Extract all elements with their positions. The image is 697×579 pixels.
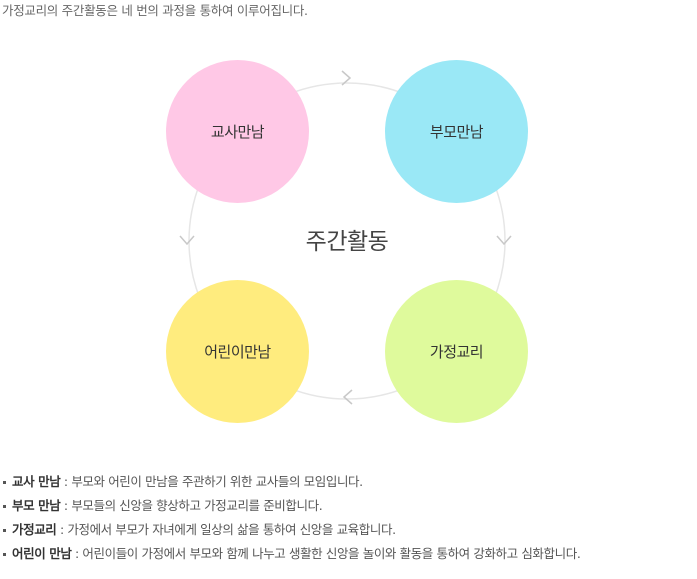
list-item: 어린이 만남 : 어린이들이 가정에서 부모와 함께 나누고 생활한 신앙을 놀… [0,542,697,566]
list-item: 부모 만남 : 부모들의 신앙을 향상하고 가정교리를 준비합니다. [0,494,697,518]
node-family-label: 가정교리 [429,343,484,361]
node-teacher-meeting: 교사만남 [166,60,309,203]
bullet-icon [3,529,6,532]
intro-text: 가정교리의 주간활동은 네 번의 과정을 통하여 이루어집니다. [2,3,308,18]
list-item-term: 부모 만남 [12,498,61,513]
node-parent-label: 부모만남 [429,123,484,141]
node-family-catechism: 가정교리 [385,280,528,423]
arrow-top-icon [341,70,352,86]
list-item-term: 가정교리 [12,522,57,537]
node-child-label: 어린이만남 [204,343,271,361]
node-teacher-label: 교사만남 [210,123,265,141]
list-item: 가정교리 : 가정에서 부모가 자녀에게 일상의 삶을 통하여 신앙을 교육합니… [0,518,697,542]
bullet-icon [3,505,6,508]
weekly-activity-diagram: 교사만남 부모만남 어린이만남 가정교리 주간활동 [166,60,528,423]
bullet-icon [3,553,6,556]
list-item: 교사 만남 : 부모와 어린이 만남을 주관하기 위한 교사들의 모임입니다. [0,470,697,494]
description-list: 교사 만남 : 부모와 어린이 만남을 주관하기 위한 교사들의 모임입니다. … [0,470,697,566]
cycle-ring [179,70,512,405]
bullet-icon [3,481,6,484]
node-child-meeting: 어린이만남 [166,280,309,423]
list-item-term: 어린이 만남 [12,546,72,561]
node-parent-meeting: 부모만남 [385,60,528,203]
arrow-bottom-icon [342,389,353,405]
diagram-center-title: 주간활동 [305,229,389,255]
list-item-desc: : 어린이들이 가정에서 부모와 함께 나누고 생활한 신앙을 놀이와 활동을 … [71,546,581,561]
list-item-desc: : 부모들의 신앙을 향상하고 가정교리를 준비합니다. [60,498,323,513]
list-item-term: 교사 만남 [12,474,61,489]
list-item-desc: : 부모와 어린이 만남을 주관하기 위한 교사들의 모임입니다. [60,474,363,489]
arrow-right-icon [496,235,512,246]
arrow-left-icon [179,235,195,246]
list-item-desc: : 가정에서 부모가 자녀에게 일상의 삶을 통하여 신앙을 교육합니다. [56,522,396,537]
